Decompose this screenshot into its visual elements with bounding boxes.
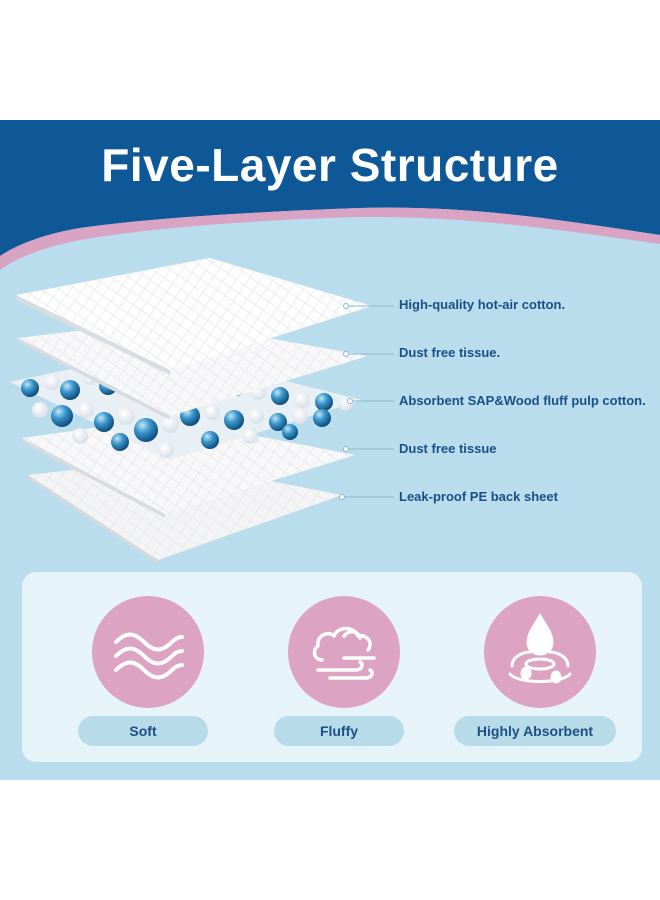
layer-label-absorbent-core: Absorbent SAP&Wood fluff pulp cotton.: [399, 393, 646, 408]
layers-illustration: [10, 258, 394, 564]
layer-label-pe-back-sheet: Leak-proof PE back sheet: [399, 489, 558, 504]
callout-leaders: [339, 303, 394, 500]
page-title: Five-Layer Structure: [101, 139, 559, 191]
feature-fluffy: Fluffy: [274, 596, 420, 746]
layer-label-dust-free-tissue-upper: Dust free tissue.: [399, 345, 501, 360]
dust-free-tissue-upper-layer: [18, 320, 368, 420]
feature-soft-label: Soft: [78, 716, 208, 746]
header-banner: [0, 120, 660, 270]
layer-label-hot-air-cotton: High-quality hot-air cotton.: [399, 297, 566, 312]
feature-highly-absorbent: Highly Absorbent: [454, 596, 616, 746]
layer-label-dust-free-tissue-lower: Dust free tissue: [399, 441, 497, 456]
water-drop-icon: [484, 596, 596, 708]
feature-fluffy-label: Fluffy: [274, 716, 404, 746]
feature-highly-absorbent-label: Highly Absorbent: [454, 716, 616, 746]
cloud-wind-icon: [288, 596, 400, 708]
waves-icon: [92, 596, 204, 708]
feature-soft: Soft: [78, 596, 224, 746]
dust-free-tissue-lower-layer: [22, 418, 355, 518]
product-panel: Five-Layer Structure: [0, 120, 660, 780]
features-card: Soft Fluffy: [22, 572, 642, 762]
hot-air-cotton-layer: [16, 258, 372, 375]
